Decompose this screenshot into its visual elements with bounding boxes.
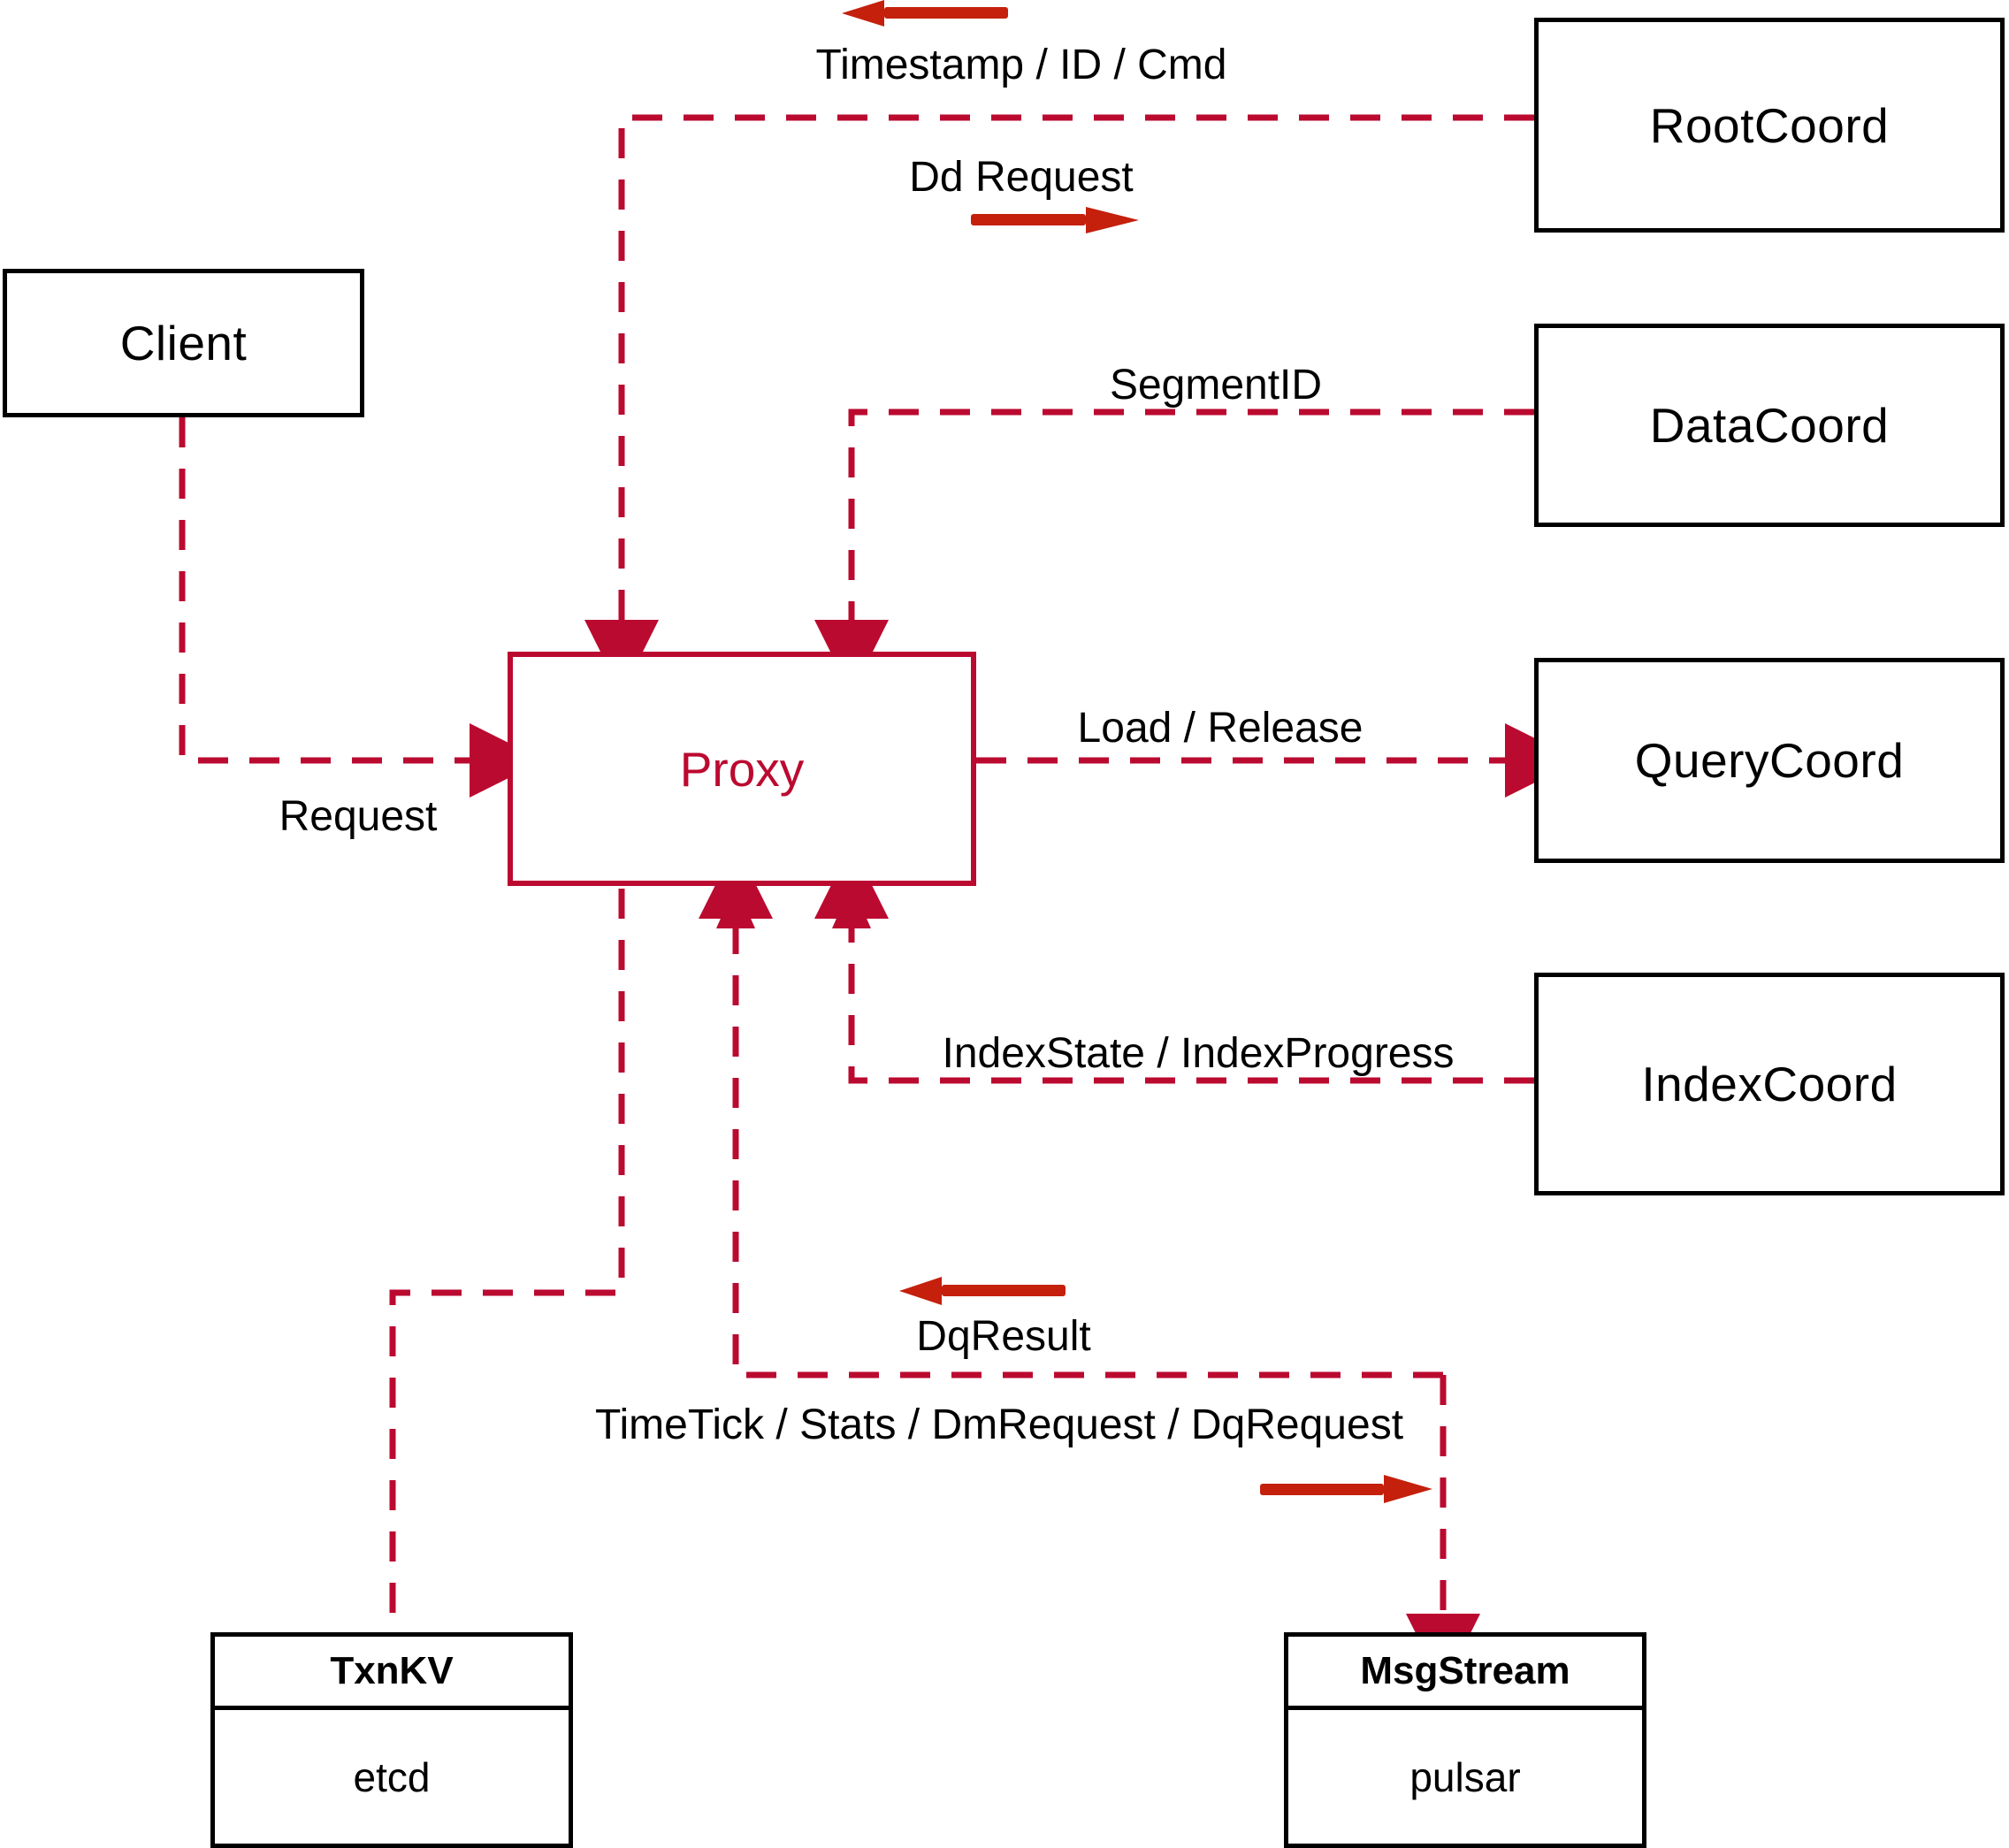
edge-proxy-txnkv [389,889,625,1632]
node-msgstream[interactable]: MsgStream pulsar [1284,1632,1646,1848]
arrowheads-up [716,884,871,928]
edge-segment-id [814,409,1534,694]
edge-label-index-state-progress: IndexState / IndexProgress [942,1030,1455,1077]
node-txnkv[interactable]: TxnKV etcd [210,1632,573,1848]
edge-label-timestamp-id-cmd: Timestamp / ID / Cmd [815,42,1227,88]
direction-arrow-left-timestamp [842,0,1008,27]
node-msgstream-body: pulsar [1409,1753,1521,1800]
edge-label-segment-id: SegmentID [1109,362,1323,409]
node-datacoord-label: DataCoord [1649,398,1890,453]
node-querycoord[interactable]: QueryCoord [1534,658,2005,863]
edge-timestamp-id-cmd [584,114,1534,694]
node-proxy-label: Proxy [679,741,805,797]
edge-label-timetick-stats: TimeTick / Stats / DmRequest / DqRequest [594,1401,1404,1448]
direction-arrow-left-dqresult [899,1277,1066,1305]
node-indexcoord-label: IndexCoord [1641,1057,1898,1111]
node-msgstream-header: MsgStream [1288,1637,1642,1710]
edge-label-request: Request [279,793,438,840]
node-datacoord[interactable]: DataCoord [1534,324,2005,527]
node-txnkv-body: etcd [353,1753,431,1800]
node-client[interactable]: Client [3,269,364,417]
edge-label-dd-request: Dd Request [909,154,1134,201]
node-querycoord-label: QueryCoord [1634,733,1905,788]
node-rootcoord[interactable]: RootCoord [1534,18,2005,233]
direction-arrow-right-timetick [1260,1475,1432,1503]
node-client-label: Client [119,316,248,370]
edge-request [179,417,544,798]
edge-label-dq-result: DqResult [916,1313,1091,1360]
edge-index-state-progress [814,844,1534,1084]
node-indexcoord[interactable]: IndexCoord [1534,973,2005,1195]
edge-label-load-release: Load / Release [1077,705,1364,752]
node-txnkv-header: TxnKV [215,1637,569,1710]
node-proxy[interactable]: Proxy [508,652,976,886]
node-rootcoord-label: RootCoord [1649,97,1890,153]
direction-arrow-right-dd-request [971,207,1139,233]
edge-dq-result [699,844,1443,1378]
